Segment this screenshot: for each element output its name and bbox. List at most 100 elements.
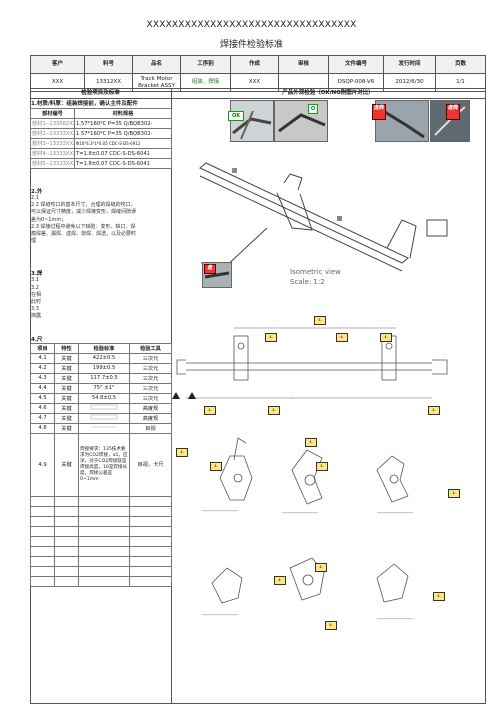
header-value: Track Motor Bracket ASSY <box>132 73 181 92</box>
size-tool: 高度规 <box>129 402 172 414</box>
material-spec: Φ16*4.3*L*6.05 CDC-S-DS-6912 <box>74 138 172 149</box>
size-ch: 关键 <box>54 422 79 434</box>
dimension-tag: 4. <box>204 406 216 415</box>
material-no: 部材5--13333XXX <box>30 158 75 169</box>
size-tool: 高度规 <box>129 412 172 424</box>
dimension-tag: 4. <box>325 621 337 630</box>
appearance-line: 2.3 焊接过程中避免以下缺陷：变形、缺口、焊 <box>31 223 136 230</box>
inspection-items: 1.材质/料厚：组装焊接前，确认主件及配件 部材编号 材料规格 部材1--133… <box>30 98 172 587</box>
left-section-title: 检验项目及标准 <box>30 88 171 99</box>
weld-line: 在相 <box>31 291 42 298</box>
material-spec: 1.57*160*C P=35 Q/BQB302- <box>74 118 172 129</box>
size-header-row: 项目 特性 检验标准 检验工具 <box>30 342 172 354</box>
ok-label: O <box>308 104 318 114</box>
size-col-header: 检验标准 <box>78 342 130 354</box>
view-label: Isometric view <box>290 268 341 276</box>
weld-photo-sketch <box>232 110 272 140</box>
appearance-heading: 2.外 <box>31 189 43 195</box>
header-label: 工序别 <box>180 55 231 74</box>
material-spec: 1.57*160*C P=35 Q/BQB302- <box>74 128 172 139</box>
size-std-figure <box>78 422 130 434</box>
weld-heading: 3.焊 <box>31 271 43 278</box>
section-views <box>211 437 409 604</box>
size-tool: 目视 <box>129 422 172 434</box>
size-id: 4.4 <box>30 382 55 394</box>
dimension-sketch <box>90 414 118 420</box>
material-no: 部材4--13333XXX <box>30 148 75 159</box>
size-heading: 4.尺 <box>31 336 43 343</box>
weld-line: 3.3 <box>31 306 39 313</box>
size-id: 4.6 <box>30 402 55 414</box>
material-col-header: 材料规格 <box>74 108 172 119</box>
size-ch: 关键 <box>54 372 79 384</box>
ng-label: 虚 <box>204 264 216 274</box>
weld-text: 3.1 3.2 在相 此时 3.3 挡露 <box>30 277 171 320</box>
size-col-header: 检验工具 <box>129 342 172 354</box>
dimension-tag: 4. <box>176 448 188 457</box>
warning-icon <box>188 392 196 399</box>
dimension-tag: 4. <box>428 406 440 415</box>
dimension-tag: 4. <box>314 316 326 325</box>
size-col-header: 项目 <box>30 342 55 354</box>
header-value: XXX <box>230 73 279 92</box>
size-std: 75° ±1° <box>78 382 130 394</box>
warning-icon <box>172 392 180 399</box>
scale-label: Scale: 1:2 <box>290 278 325 286</box>
header-values-row: XXX 13312XX Track Motor Bracket ASSY 组装、… <box>30 73 486 92</box>
size-std: 117.7±0.5 <box>78 372 130 384</box>
section-captions <box>202 510 413 620</box>
header-label: 料号 <box>84 55 133 74</box>
size-std: 422±0.5 <box>78 352 130 364</box>
material-no: 部材1--133582XX <box>30 118 75 129</box>
weld-line: 挡露 <box>31 313 42 320</box>
material-col-header: 部材编号 <box>30 108 75 119</box>
size-tool: 三次元 <box>129 352 172 364</box>
size-id: 4.3 <box>30 372 55 384</box>
section-bar: 检验项目及标准 产品外观检验（OK/NG附图片对比） <box>30 88 485 99</box>
dimension-tag: 4. <box>315 563 327 572</box>
weld-photo-sketch <box>379 107 425 139</box>
dimension-tag: 4. <box>274 576 286 585</box>
size-ch: 关键 <box>54 382 79 394</box>
dimension-tag: 4. <box>316 462 328 471</box>
weld-photo-sketch <box>204 271 230 279</box>
size-ch: 关键 <box>54 402 79 414</box>
table-row <box>30 575 172 587</box>
table-row <box>30 505 172 517</box>
header-label: 客户 <box>30 55 85 74</box>
size-ch: 关键 <box>54 432 79 497</box>
header-value: 13312XX <box>84 73 133 92</box>
dimension-tag: 4. <box>380 333 392 342</box>
front-view <box>176 327 448 399</box>
size-ch: 关键 <box>54 412 79 424</box>
isometric-bracket-hatch <box>232 168 342 221</box>
size-id: 4.8 <box>30 422 55 434</box>
appearance-line: 2.2 焊缝咬口的基本尺寸，合理的焊缝的咬口， <box>31 202 136 209</box>
appearance-text: 2.1 2.2 焊缝咬口的基本尺寸，合理的焊缝的咬口， 可以保证尺寸精度，减少焊… <box>30 195 171 245</box>
dimension-tag: 4. <box>268 406 280 415</box>
appearance-line: 瘤焊差、漏焊、虚焊、烧焊、焊透，以及必要时 <box>31 231 137 238</box>
size-tool: 目视，卡尺 <box>129 432 172 497</box>
weld-line: 3.1 <box>31 277 39 284</box>
header-labels-row: 客户 料号 品名 工序别 作成 审核 文件编号 发行时间 页数 <box>30 55 486 74</box>
size-tool: 三次元 <box>129 372 172 384</box>
size-std: 焊接要求：135技术要求为CO2焊接，a1，应深，对于CO2焊接就是焊接高度，1… <box>78 432 130 497</box>
size-id: 4.7 <box>30 412 55 424</box>
header-value: 1/1 <box>435 73 486 92</box>
dimension-tag: 4. <box>448 489 460 498</box>
material-no: 部材2--13333XXX <box>30 128 75 139</box>
dim-hint: · <box>292 390 293 395</box>
table-row <box>30 525 172 537</box>
table-row <box>30 535 172 547</box>
size-col-header: 特性 <box>54 342 79 354</box>
size-std-figure <box>78 412 130 424</box>
